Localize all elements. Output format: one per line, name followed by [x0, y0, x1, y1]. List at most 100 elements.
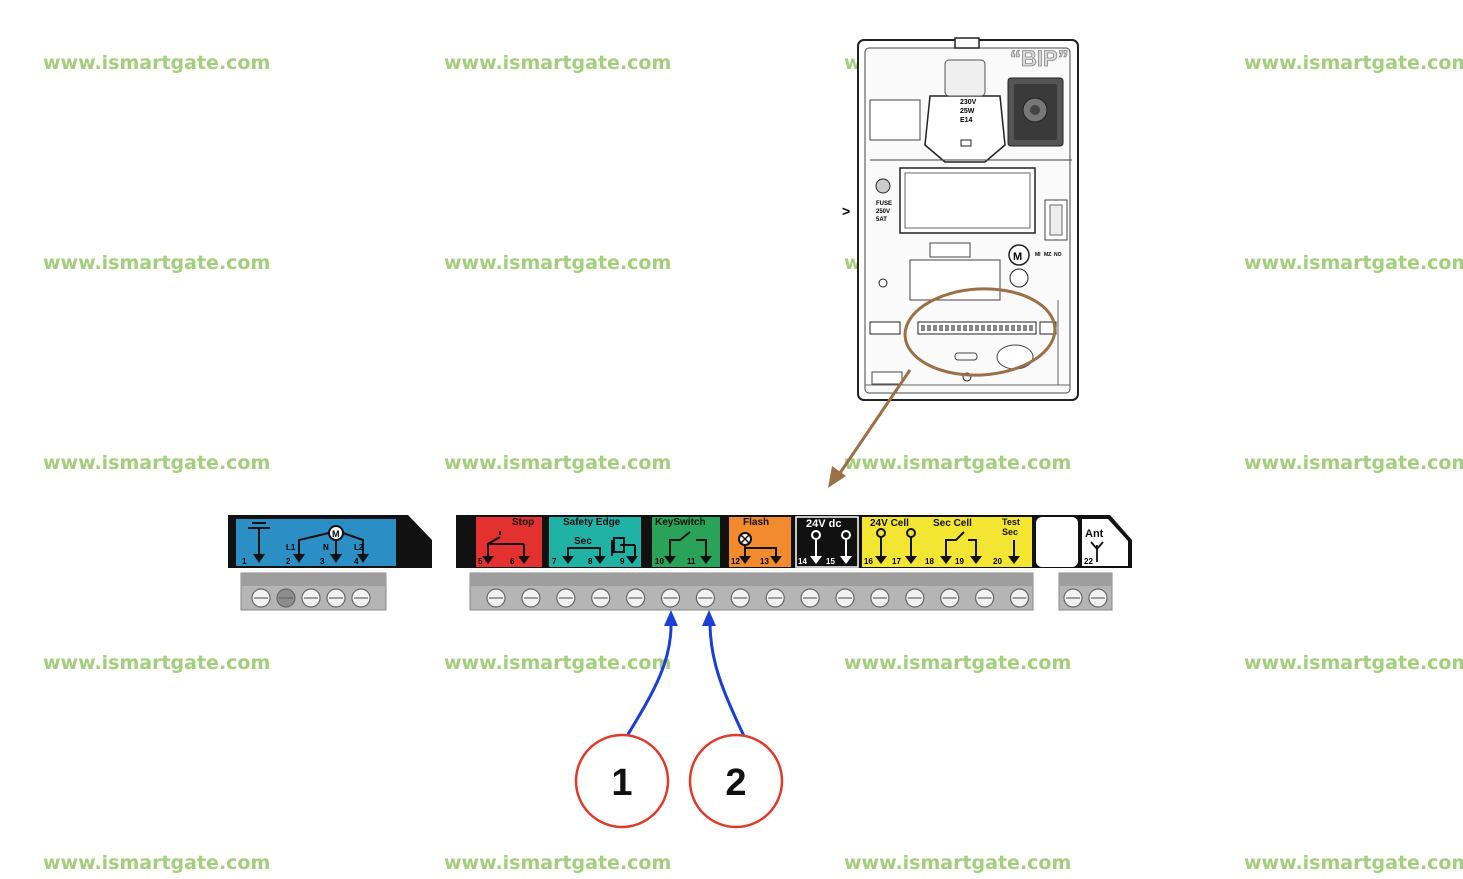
board-pin [945, 325, 949, 331]
group-24v-dc: 24V dc 14 15 [795, 516, 859, 568]
callout-1-arrow [625, 621, 673, 737]
label-key-switch: KeySwitch [655, 517, 706, 528]
watermark-text: www.ismartgate.com [43, 652, 271, 674]
switch-label-1: MZ [1044, 252, 1051, 258]
zoom-ellipse [903, 287, 1057, 377]
motor-terminal-block: M L1 N L2 1 2 3 4 [228, 515, 432, 611]
zoom-arrow-head-icon [828, 466, 846, 488]
motor-number-2: 2 [286, 557, 291, 566]
callout-1: 1 [574, 610, 678, 829]
watermark-text: www.ismartgate.com [1244, 852, 1463, 874]
number-13: 13 [760, 557, 769, 566]
callout-2: 2 [688, 610, 784, 829]
number-6: 6 [510, 557, 515, 566]
motor-symbol: M [332, 529, 340, 539]
callout-2-arrowhead-icon [702, 610, 716, 626]
number-14: 14 [798, 557, 807, 566]
lamp-label-2: E14 [960, 117, 973, 124]
board-pin [1029, 325, 1033, 331]
watermark-text: www.ismartgate.com [1244, 452, 1463, 474]
number-18: 18 [925, 557, 934, 566]
fuse-icon [875, 178, 891, 194]
watermark-text: www.ismartgate.com [43, 452, 271, 474]
number-8: 8 [588, 557, 593, 566]
motor-icon [1008, 244, 1030, 266]
number-22: 22 [1084, 557, 1093, 566]
callout-1-circle [574, 733, 670, 829]
number-19: 19 [955, 557, 964, 566]
group-stop: Stop 5 6 [476, 517, 542, 567]
board-pin [957, 325, 961, 331]
number-9: 9 [620, 557, 625, 566]
watermark-text: www.ismartgate.com [444, 452, 672, 474]
watermark-text: www.ismartgate.com [844, 652, 1072, 674]
group-safety-edge: Safety Edge Sec 7 8 9 [549, 517, 641, 567]
number-10: 10 [655, 557, 664, 566]
watermark-text: www.ismartgate.com [844, 452, 1072, 474]
watermark-text: www.ismartgate.com [43, 252, 271, 274]
label-flash: Flash [743, 517, 769, 528]
board-pin [951, 325, 955, 331]
watermark-text: www.ismartgate.com [43, 52, 271, 74]
blank-terminal-label [1036, 517, 1078, 567]
label-ant: Ant [1085, 528, 1104, 540]
main-terminal-block: Stop 5 6 Safety Edge Sec 7 8 9 [456, 515, 1132, 611]
board-pin [963, 325, 967, 331]
number-20: 20 [993, 557, 1002, 566]
group-key-switch: KeySwitch 10 11 [652, 517, 720, 567]
antenna-icon [1090, 541, 1104, 562]
watermark-text: www.ismartgate.com [444, 852, 672, 874]
board-pin [999, 325, 1003, 331]
board-pin [993, 325, 997, 331]
callout-2-arrow [708, 621, 746, 737]
callout-2-label: 2 [725, 762, 746, 804]
callout-1-arrowhead-icon [664, 610, 678, 626]
group-sec-cell: Sec Cell 18 19 [925, 518, 982, 566]
watermark-text: www.ismartgate.com [844, 852, 1072, 874]
board-pin [975, 325, 979, 331]
group-ant: Ant 22 [1082, 519, 1128, 566]
watermark-text: www.ismartgate.com [1244, 652, 1463, 674]
board-pin [981, 325, 985, 331]
board-pin [927, 325, 931, 331]
brand-mark: “BIP” [1010, 46, 1069, 71]
label-sec-cell: Sec Cell [933, 518, 972, 529]
number-17: 17 [892, 557, 901, 566]
motor-label-l2: L2 [354, 543, 364, 552]
number-5: 5 [478, 557, 483, 566]
label-stop: Stop [512, 517, 534, 528]
group-flash: Flash 12 13 [729, 517, 791, 567]
fuse-label-1: 250V [876, 209, 890, 215]
switch-label-0: MI [1035, 252, 1041, 258]
motor-label-n: N [323, 543, 329, 552]
board-pin [969, 325, 973, 331]
board-pin [1017, 325, 1021, 331]
number-12: 12 [731, 557, 740, 566]
lamp-label-1: 25W [960, 108, 975, 115]
board-pin [1005, 325, 1009, 331]
watermark-text: www.ismartgate.com [1244, 52, 1463, 74]
motor-number-3: 3 [320, 557, 325, 566]
fuse-label-2: 5AT [876, 217, 887, 223]
watermark-text: www.ismartgate.com [444, 52, 672, 74]
controller-board: “BIP” 230V 25W E14 FUSE 250V 5AT > [842, 37, 1079, 401]
number-16: 16 [864, 557, 873, 566]
board-pin [939, 325, 943, 331]
watermark-text: www.ismartgate.com [444, 652, 672, 674]
label-24v-cell: 24V Cell [870, 518, 909, 529]
number-15: 15 [826, 557, 835, 566]
motor-number-1: 1 [242, 557, 247, 566]
callout-2-circle [688, 733, 784, 829]
switch-label-2: NO [1054, 252, 1062, 258]
board-motor-symbol: M [1013, 251, 1022, 263]
lamp-label-0: 230V [960, 99, 977, 106]
board-pin [921, 325, 925, 331]
motor-number-4: 4 [354, 557, 359, 566]
fuse-label-0: FUSE [876, 201, 892, 207]
watermark-text: www.ismartgate.com [444, 252, 672, 274]
label-sec: Sec [574, 536, 592, 547]
